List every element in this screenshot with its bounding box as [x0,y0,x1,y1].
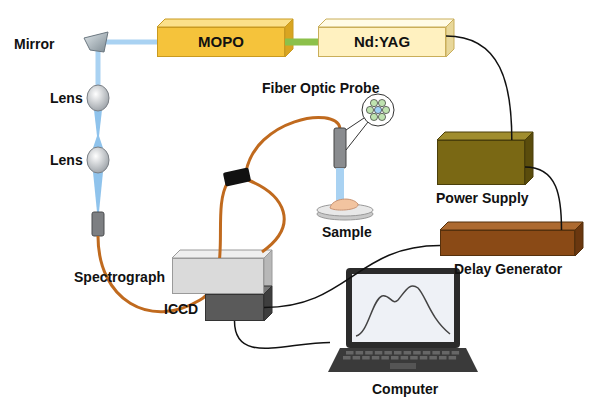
part-label: Fiber Optic Probe [262,80,379,96]
node-label: Spectrograph [74,269,165,285]
laptop-display [352,274,454,342]
inset-leader [346,122,368,150]
key [432,351,440,355]
laptop-base [328,348,478,372]
node-label: Delay Generator [454,261,562,277]
key [362,356,370,360]
key [404,351,412,355]
key [372,356,380,360]
box-top-face [437,132,533,140]
key [442,351,450,355]
laptop-screen [346,268,460,348]
key [375,351,383,355]
laser-beam [93,136,103,148]
optical-fiber [246,118,340,172]
key [423,351,431,355]
node-label: Power Supply [436,190,529,206]
key [410,356,418,360]
cable [446,36,512,140]
power-supply-box: Power Supply [437,140,525,185]
part-label: Sample [322,224,372,240]
box-top-face [157,19,293,27]
box-side-face [446,19,454,57]
inset-leader [346,118,364,130]
box-side-face [575,222,583,256]
fiber-core [378,113,385,120]
box-top-face [318,19,454,27]
part-label: Lens [50,152,83,168]
node-label: ICCD [164,301,198,317]
key [439,356,447,360]
spectrograph-box: Spectrograph [172,258,264,294]
fiber-probe [334,128,346,168]
fiber-core [370,113,377,120]
cable [264,246,440,308]
key [384,351,392,355]
fiber-core [370,99,377,106]
fiber-core [374,106,381,113]
laser-beam [98,42,157,86]
node-label: Computer [372,381,438,397]
part-label: Lens [50,90,83,106]
key [353,356,361,360]
fiber-bundle-inset [362,94,394,126]
key [394,351,402,355]
box-top-face [172,250,272,258]
key [365,351,373,355]
fiber-connector [92,212,104,236]
laser-box: Nd:YAG [318,27,446,57]
mirror [84,32,108,52]
key [449,356,457,360]
box-side-face [285,19,293,57]
cable [235,321,331,348]
box-side-face [264,286,272,321]
optical-fiber [248,180,284,252]
box-label: Nd:YAG [354,34,410,50]
delay-generator-box: Delay Generator [440,230,575,256]
key [413,351,421,355]
laser-beam [93,172,103,212]
iccd-box: ICCD [205,294,264,321]
keyboard [343,351,459,360]
fiber-core [366,106,373,113]
fiber-splitter [223,167,251,186]
key [420,356,428,360]
box-side-face [525,132,533,185]
sample [330,199,358,210]
pump-beam-coupler [285,39,318,46]
fiber-core [382,106,389,113]
fiber-core [378,99,385,106]
fiber-bundle [366,99,389,120]
lens [87,147,109,173]
mopo-box: MOPO [157,27,285,57]
key [346,351,354,355]
key [452,351,460,355]
cable [525,167,562,230]
key [381,356,389,360]
box-label: MOPO [198,34,244,50]
laser-beam [94,110,102,136]
lens [87,85,109,111]
key [429,356,437,360]
spectrum-curve [356,286,450,336]
key [356,351,364,355]
laptop: Computer [330,262,480,377]
key [391,356,399,360]
touchpad [390,363,416,369]
key [401,356,409,360]
key [343,356,351,360]
part-label: Mirror [14,36,54,52]
